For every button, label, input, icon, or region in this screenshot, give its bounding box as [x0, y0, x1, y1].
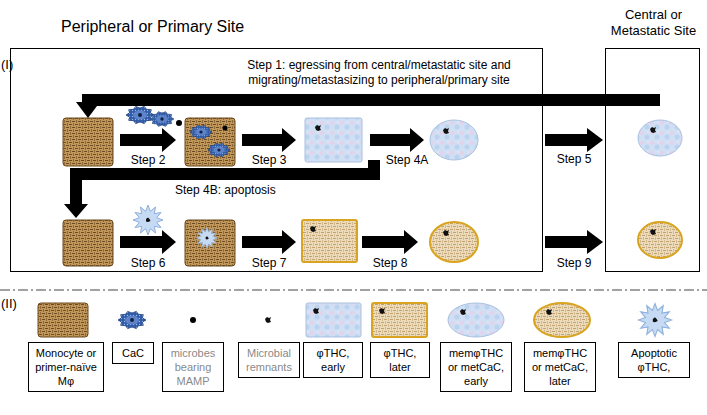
site-heading: Central or Metastatic Site — [601, 7, 706, 39]
legend-text: Microbial remnants — [246, 347, 292, 373]
legend-text: φTHC, later — [384, 347, 417, 373]
thc-later-cell — [302, 220, 357, 262]
legend-cac-icon — [118, 311, 146, 328]
panel-number: (I) — [1, 57, 25, 72]
legend-item: Apoptotic φTHC, — [618, 342, 690, 378]
legend-text: microbes bearing MAMP — [171, 347, 216, 387]
step-label: Step 4A — [381, 153, 433, 168]
memthc-later-cell — [638, 222, 682, 258]
microbial-remnant — [310, 226, 316, 232]
microbial-remnant — [460, 309, 466, 315]
step-label: Step 8 — [364, 256, 416, 271]
legend-macrophage-icon — [38, 303, 88, 337]
legend-remnant-icon — [265, 317, 271, 323]
macrophage-cell — [63, 220, 113, 266]
legend-text: φTHC, early — [317, 347, 350, 373]
legend-thc-early-icon — [306, 303, 361, 337]
cac-cell — [150, 112, 174, 127]
microbial-remnant — [379, 308, 385, 314]
microbial-remnant — [313, 308, 319, 314]
microbe-dot — [176, 120, 182, 126]
legend-memthc-later-icon — [534, 303, 590, 337]
legend-item: CaC — [112, 342, 154, 364]
legend-item: Microbial remnants — [238, 342, 300, 378]
microbial-remnant — [546, 309, 552, 315]
flow-arrow — [545, 134, 587, 146]
microbial-remnant — [650, 127, 656, 133]
step-label: Step 5 — [548, 152, 600, 167]
microbial-remnant — [315, 125, 321, 131]
step-label: Step 4B: apoptosis — [175, 183, 375, 198]
legend-thc-later-icon — [372, 303, 427, 337]
legend-text: Apoptotic φTHC, — [631, 347, 677, 373]
legend-text: Monocyte or primer-naïve Mφ — [35, 347, 97, 387]
legend-item: memφTHC or metCaC, later — [524, 342, 596, 392]
site-frame: Central or Metastatic Site — [605, 48, 700, 272]
step-arrow — [362, 230, 418, 254]
flow-arrow — [545, 236, 587, 248]
panel-number: (II) — [1, 296, 29, 311]
cac-cell — [190, 125, 212, 139]
macrophage-cell — [185, 118, 235, 166]
microbial-remnant — [443, 128, 449, 134]
legend-memthc-early-icon — [448, 303, 504, 337]
legend-item: φTHC, early — [303, 342, 363, 378]
apoptotic-cell — [197, 228, 218, 249]
step-arrow — [120, 128, 176, 152]
memthc-early-cell — [430, 120, 478, 160]
memthc-later-cell — [430, 222, 478, 262]
step-label: Step 6 — [122, 256, 174, 271]
step-arrow — [370, 128, 424, 152]
thc-early-cell — [305, 118, 362, 162]
flow-arrow — [88, 100, 660, 102]
step-label: Step 9 — [548, 256, 600, 271]
legend-text: CaC — [122, 347, 144, 359]
microbial-remnant — [443, 230, 449, 236]
legend-text: memφTHC or metCaC, later — [532, 347, 588, 387]
legend-item: φTHC, later — [370, 342, 430, 378]
legend-text: memφTHC or metCaC, early — [448, 347, 504, 387]
apoptosis-arrow — [64, 160, 380, 218]
step-label: Step 2 — [122, 153, 174, 168]
cac-cell — [126, 106, 154, 123]
step-label: Step 1: egressing from central/metastati… — [222, 58, 536, 88]
legend-item: Monocyte or primer-naïve Mφ — [28, 342, 104, 392]
apoptotic-cell — [133, 205, 163, 235]
section-separator — [0, 290, 707, 291]
microbial-remnant — [650, 229, 656, 235]
site-heading: Peripheral or Primary Site — [61, 17, 331, 36]
legend-microbe-icon — [190, 317, 196, 323]
step-label: Step 7 — [243, 256, 295, 271]
step-arrow — [242, 230, 296, 254]
legend-item: microbes bearing MAMP — [162, 342, 224, 392]
memthc-early-cell — [638, 120, 682, 156]
step-arrow — [242, 128, 296, 152]
legend-item: memφTHC or metCaC, early — [440, 342, 512, 392]
cac-cell — [208, 143, 230, 157]
step-label: Step 3 — [243, 153, 295, 168]
microbe-dot — [223, 126, 228, 131]
macrophage-cell — [185, 220, 235, 266]
macrophage-cell — [63, 118, 113, 166]
legend-apoptotic-icon — [639, 304, 672, 337]
